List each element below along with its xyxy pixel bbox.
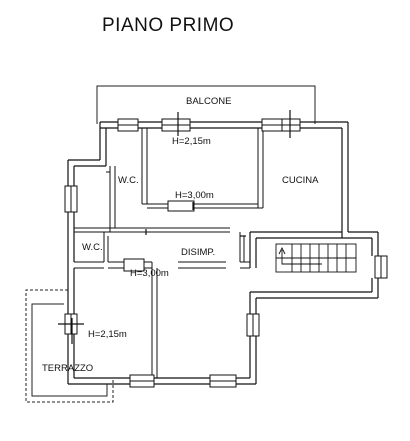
room-label-wc-lower: W.C. [82, 242, 103, 253]
door-marks [58, 110, 291, 344]
room-label-terrazzo: TERRAZZO [42, 363, 93, 374]
terrace-outline [25, 289, 114, 403]
windows [64, 118, 388, 388]
height-label-terrace: H=2,15m [88, 329, 127, 340]
staircase [275, 243, 357, 273]
room-label-disimp: DISIMP. [181, 247, 215, 258]
height-label-upper: H=2,15m [172, 136, 211, 147]
room-label-wc-upper: W.C. [118, 175, 139, 186]
room-label-cucina: CUCINA [282, 175, 319, 186]
height-label-center: H=3,00m [175, 190, 214, 201]
plan-title: PIANO PRIMO [102, 15, 234, 36]
exterior-walls [67, 121, 379, 385]
terrace-inner [31, 303, 108, 397]
height-label-lower: H=3,00m [130, 268, 169, 279]
balcony-outline [96, 85, 316, 124]
room-label-balcone: BALCONE [186, 96, 231, 107]
interior-walls [74, 128, 264, 378]
